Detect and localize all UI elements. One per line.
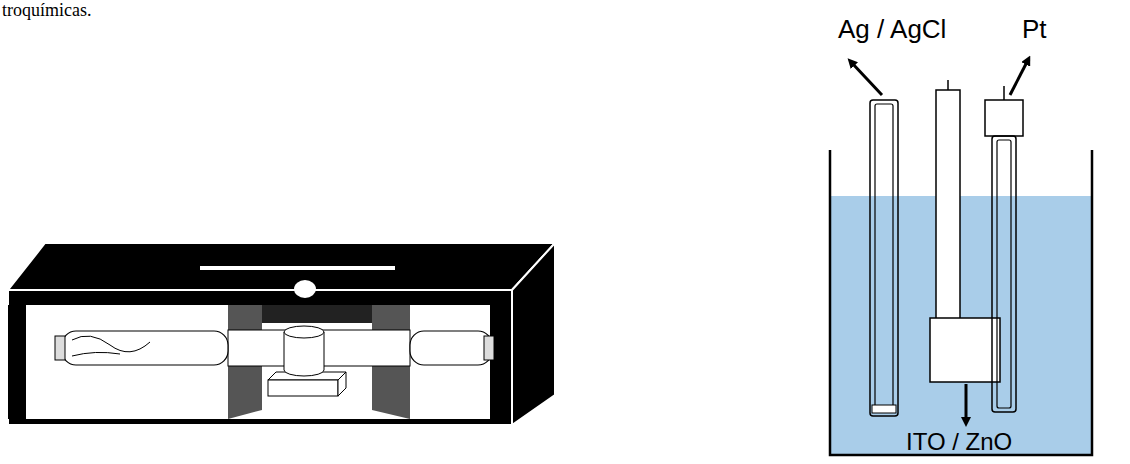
beaker-on-stand	[268, 326, 346, 396]
leader-arrow	[1010, 60, 1028, 95]
lamp	[410, 331, 494, 365]
leader-arrow	[965, 384, 968, 422]
electrode-label: Pt	[1022, 14, 1047, 45]
leader-arrow	[851, 62, 882, 95]
ito-zno-film	[930, 318, 1000, 382]
electrochemical-cell	[830, 80, 1092, 455]
photoreactor-box	[8, 243, 555, 425]
page-text-fragment: troquímicas.	[2, 0, 91, 21]
electrode-label: ITO / ZnO	[906, 428, 1012, 456]
lamp	[55, 331, 228, 365]
working-electrode	[936, 90, 960, 320]
electrode-label: Ag / AgCl	[838, 14, 946, 45]
counter-electrode	[985, 100, 1023, 136]
reference-electrode	[870, 100, 898, 416]
